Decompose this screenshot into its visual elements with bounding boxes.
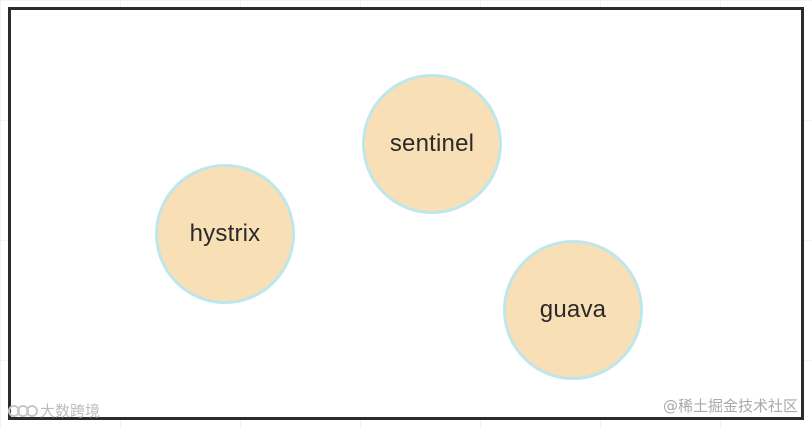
node-guava: guava [503, 240, 643, 380]
watermark-left: 大数跨境 [8, 400, 100, 421]
node-sentinel-label: sentinel [389, 130, 475, 157]
node-guava-label: guava [539, 296, 607, 323]
node-sentinel: sentinel [362, 74, 502, 214]
watermark-right: @稀土掘金技术社区 [662, 397, 798, 415]
watermark-left-text: 大数跨境 [40, 402, 101, 420]
node-hystrix-label: hystrix [189, 220, 261, 247]
watermark-logo-icon [8, 403, 38, 419]
node-hystrix: hystrix [155, 164, 295, 304]
diagram-frame [8, 7, 804, 420]
